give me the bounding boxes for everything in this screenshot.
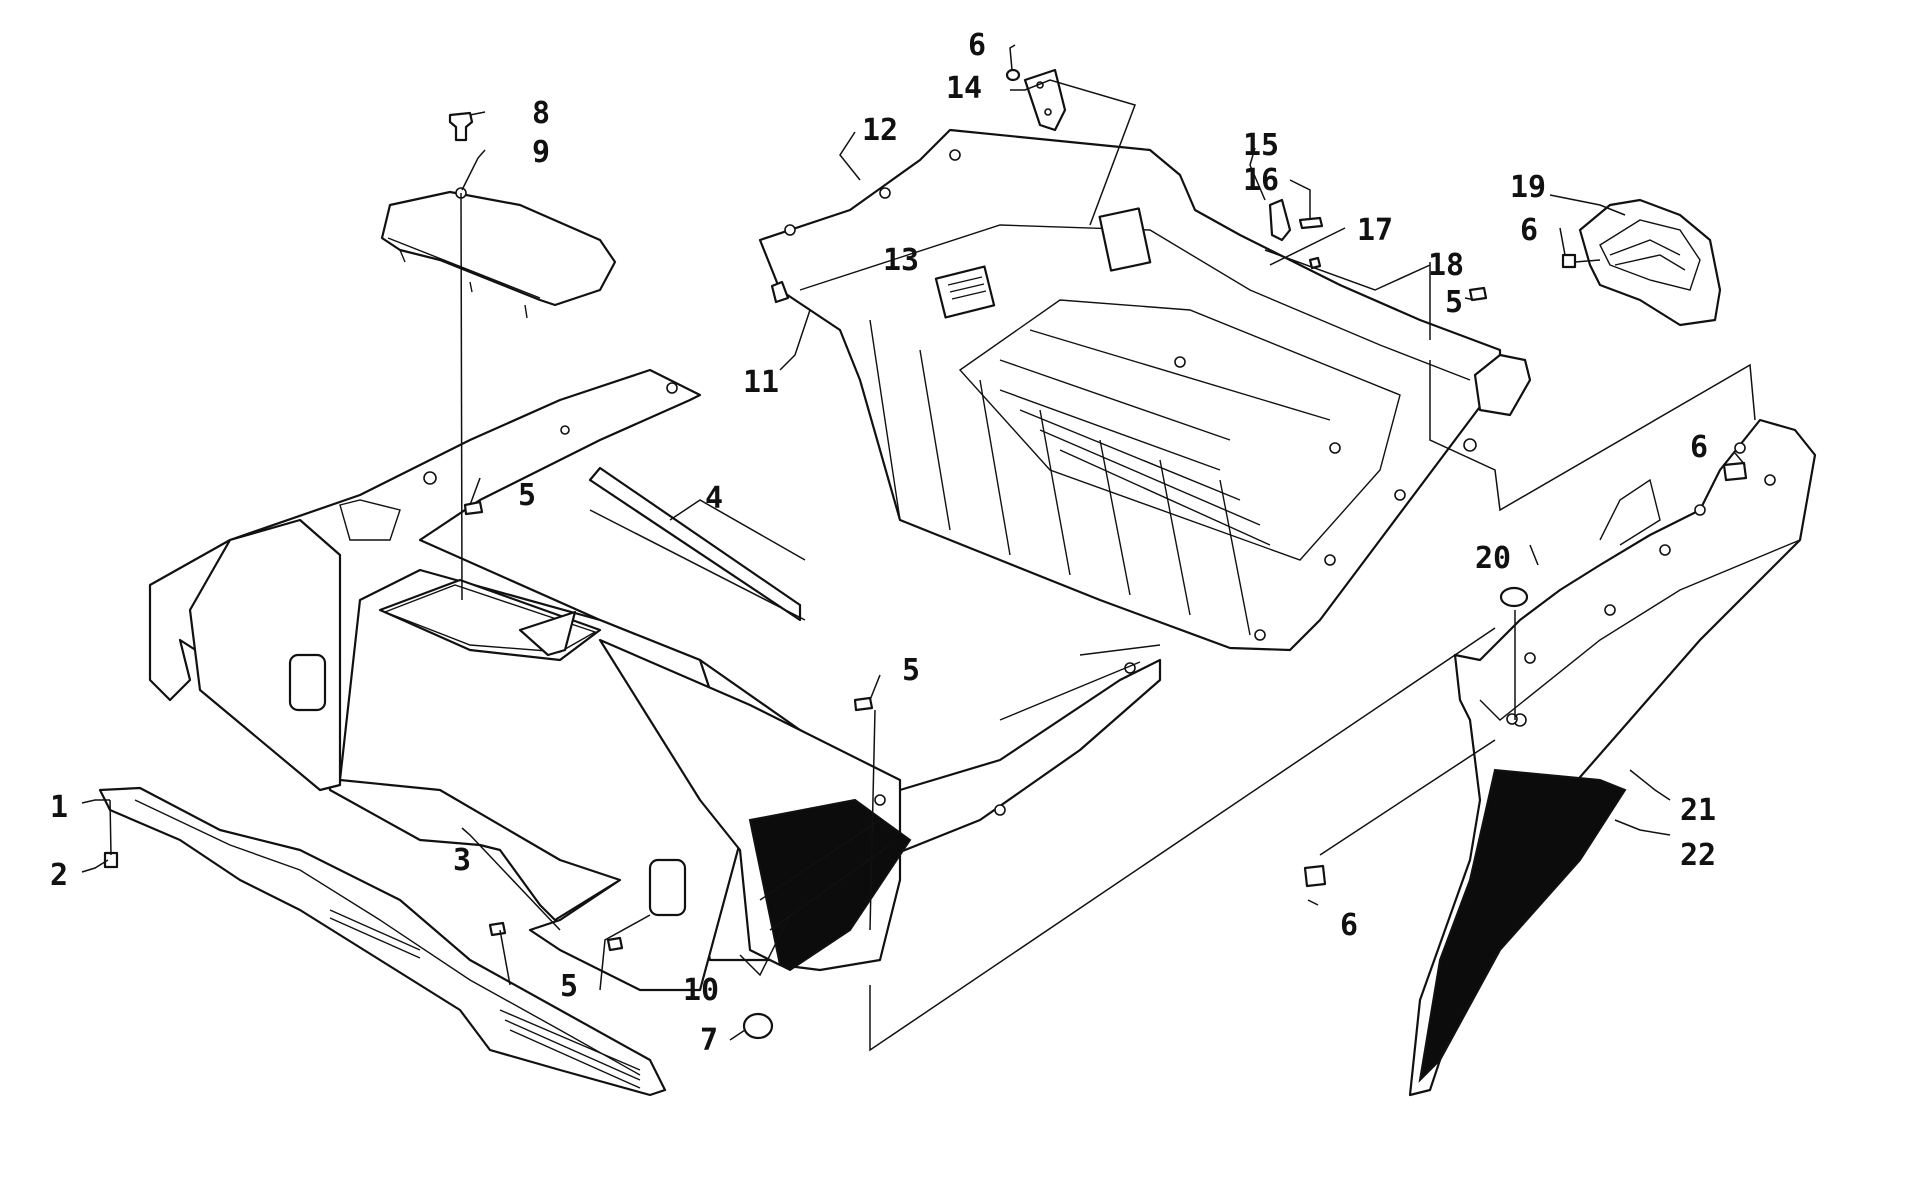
callout-label: 12 — [862, 113, 898, 148]
seat-cover-part — [380, 187, 617, 601]
callout-label: 1 — [50, 790, 68, 825]
tail-light-part — [1561, 198, 1722, 327]
callout-label: 10 — [683, 973, 719, 1008]
decal-strip-part — [588, 466, 802, 622]
callout-label: 14 — [946, 71, 982, 106]
cargo-tray-part — [758, 128, 1532, 652]
callout-label: 6 — [1690, 430, 1708, 465]
callout-label: 11 — [743, 365, 779, 400]
callout-label: 7 — [700, 1023, 718, 1058]
callout-label: 2 — [50, 858, 68, 893]
callout-label: 20 — [1475, 541, 1511, 576]
callout-label: 18 — [1428, 248, 1464, 283]
callout-label: 5 — [518, 478, 536, 513]
leader-lines — [81, 44, 1756, 1052]
callout-label: 6 — [1340, 908, 1358, 943]
side-panel-part — [1408, 418, 1817, 1097]
rear-body-part — [148, 368, 1162, 992]
callout-label: 8 — [532, 96, 550, 131]
callout-label: 19 — [1510, 170, 1546, 205]
callout-label: 16 — [1243, 163, 1279, 198]
callout-label: 22 — [1680, 838, 1716, 873]
callout-label: 4 — [705, 481, 723, 516]
callout-label: 9 — [532, 135, 550, 170]
callout-label: 15 — [1243, 128, 1279, 163]
fasteners — [448, 111, 1748, 1040]
callout-label: 5 — [560, 969, 578, 1004]
callout-label: 17 — [1357, 213, 1393, 248]
callout-label: 6 — [968, 28, 986, 63]
rear-grab-handle-part — [98, 786, 667, 1097]
callout-labels: 1 2 3 4 5 5 5 5 5 5 6 6 6 6 7 8 9 10 11 … — [50, 28, 1716, 1058]
callout-label: 5 — [1445, 285, 1463, 320]
callout-label: 3 — [453, 843, 471, 878]
callout-label: 5 — [902, 653, 920, 688]
callout-label: 13 — [883, 243, 919, 278]
callout-label: 21 — [1680, 793, 1716, 828]
bracket-part — [1005, 68, 1324, 242]
callout-label: 6 — [1520, 213, 1538, 248]
